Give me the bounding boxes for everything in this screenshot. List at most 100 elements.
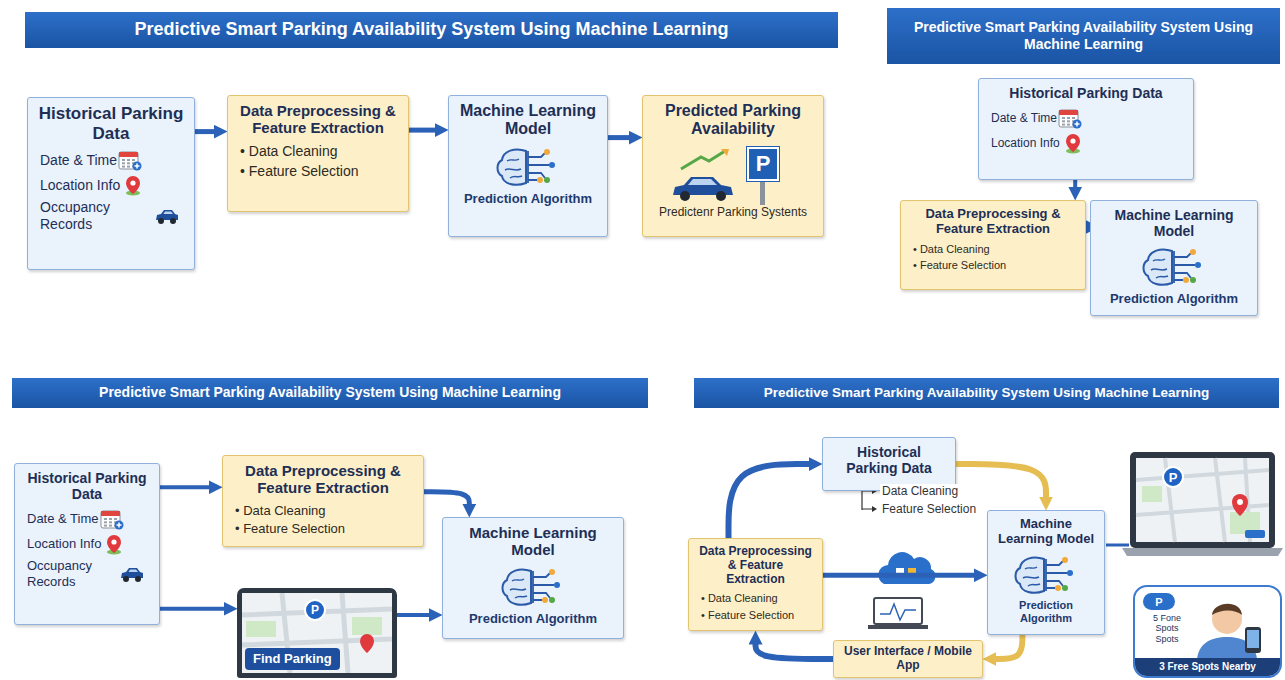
brain-graphic [1190, 249, 1196, 255]
node-text: • Data Cleaning [231, 503, 415, 519]
node-heading: Historical Parking Data [36, 104, 186, 143]
flow-arrow [608, 135, 630, 140]
laptop-map [1136, 458, 1269, 542]
monitor-icon [874, 598, 922, 624]
map-graphic [242, 593, 392, 673]
cal-icon [1073, 120, 1082, 129]
node-heading: Historical Parking Data [987, 85, 1185, 101]
cloud-icon [878, 552, 935, 584]
node-text: Predictenr Parking Systents [651, 205, 815, 220]
node-text: • Data Cleaning [909, 243, 1077, 256]
cal-icon [116, 523, 121, 528]
output-box: Predicted Parking AvailabilityPPredicten… [642, 95, 824, 237]
laptop-map [1122, 452, 1283, 556]
flow-arrow [195, 129, 215, 134]
map-pin: P [304, 599, 326, 621]
sign-graphic: P [651, 145, 815, 205]
car-icon [156, 210, 178, 220]
title-band: Predictive Smart Parking Availability Sy… [12, 378, 648, 408]
car-icon [158, 218, 164, 224]
map-graphic [352, 617, 382, 635]
brain-graphic [1023, 567, 1040, 586]
node-heading: Machine Learning Model [451, 524, 615, 559]
cal-icon [1059, 110, 1078, 115]
monitor-icon [880, 604, 916, 620]
node-text: • Data Cleaning [236, 143, 400, 160]
cal-icon [127, 166, 130, 168]
node-heading: Data Preprocessing & Feature Extraction [697, 545, 814, 586]
pin-icon [101, 533, 127, 555]
pin-icon [1066, 134, 1080, 152]
sign-graphic [651, 145, 815, 205]
car-icon [170, 218, 176, 224]
brain-graphic [498, 149, 527, 184]
node-heading: Predictive Smart Parking Availability Sy… [897, 19, 1270, 53]
cal-icon [114, 518, 117, 520]
cal-icon [1062, 120, 1065, 122]
parking-chip: P [1143, 593, 1175, 610]
parking-symbol: P [311, 603, 319, 617]
node-text: Prediction Algorithm [451, 611, 615, 627]
cal-icon [1067, 120, 1070, 122]
node-heading: Data Preprocessing & Feature Extraction [236, 102, 400, 137]
cal-icon [1057, 107, 1083, 129]
node-text: Location Info [987, 132, 1185, 154]
node-heading: Predictive Smart Parking Availability Sy… [704, 385, 1269, 401]
cal-icon [119, 152, 138, 157]
sign-graphic [716, 191, 726, 201]
brain-graphic [996, 553, 1096, 599]
cal-icon [132, 159, 135, 161]
cal-icon [1075, 122, 1080, 127]
node-heading: Machine Learning Model [457, 102, 599, 139]
pin-icon [107, 535, 121, 553]
node-heading: Data Preprocessing & Feature Extraction [909, 207, 1077, 237]
map-graphic [246, 621, 276, 637]
node-text: Date & Time [36, 149, 186, 171]
brain-graphic [457, 145, 599, 191]
flow-arrow [424, 492, 469, 505]
laptop-map [1237, 499, 1243, 505]
cal-icon [104, 518, 107, 520]
brain-graphic [1067, 570, 1073, 576]
flow-arrow [160, 607, 225, 611]
sign-graphic [721, 149, 729, 156]
title-band: Predictive Smart Parking Availability Sy… [25, 12, 838, 48]
brain-graphic [1099, 245, 1249, 291]
parking-sign: P [747, 147, 779, 181]
model-to-laptop-line [1106, 544, 1129, 547]
cal-icon [109, 521, 112, 523]
car-icon [121, 568, 143, 578]
branch-label: Data Cleaning [880, 484, 960, 498]
brain-graphic [1144, 250, 1173, 285]
flow-arrow [729, 464, 811, 538]
data-source-box: Historical Parking DataDate & TimeLocati… [978, 78, 1194, 180]
cal-icon [1072, 117, 1075, 119]
pin-icon [1060, 132, 1086, 154]
flow-arrow [1073, 180, 1077, 188]
node-text: • Data Cleaning [697, 592, 814, 605]
pin-icon [120, 174, 146, 196]
cal-icon [1067, 124, 1070, 126]
laptop-map [1232, 494, 1248, 516]
parking-symbol: P [756, 151, 771, 177]
branch-label: Feature Selection [880, 502, 978, 516]
brain-graphic [451, 565, 615, 611]
cal-icon [104, 525, 107, 527]
cal-icon [127, 159, 130, 161]
flow-arrow [823, 573, 975, 578]
laptop-map [1122, 548, 1283, 556]
node-text: • Feature Selection [231, 521, 415, 537]
node-heading: Machine Learning Model [1099, 207, 1249, 239]
laptop-map [1142, 486, 1162, 502]
pin-icon [112, 540, 117, 545]
cal-icon [104, 521, 107, 523]
node-text: Date & Time [23, 508, 151, 530]
flow-arrow [397, 613, 430, 617]
brain-graphic [505, 159, 522, 178]
cal-icon [122, 166, 125, 168]
node-heading: Historical Parking Data [23, 470, 151, 502]
car-icon [123, 576, 129, 582]
data-source-box: Historical Parking DataDate & TimeLocati… [27, 97, 195, 270]
flow-arrow [995, 635, 1022, 659]
node-text: • Feature Selection [909, 259, 1077, 272]
